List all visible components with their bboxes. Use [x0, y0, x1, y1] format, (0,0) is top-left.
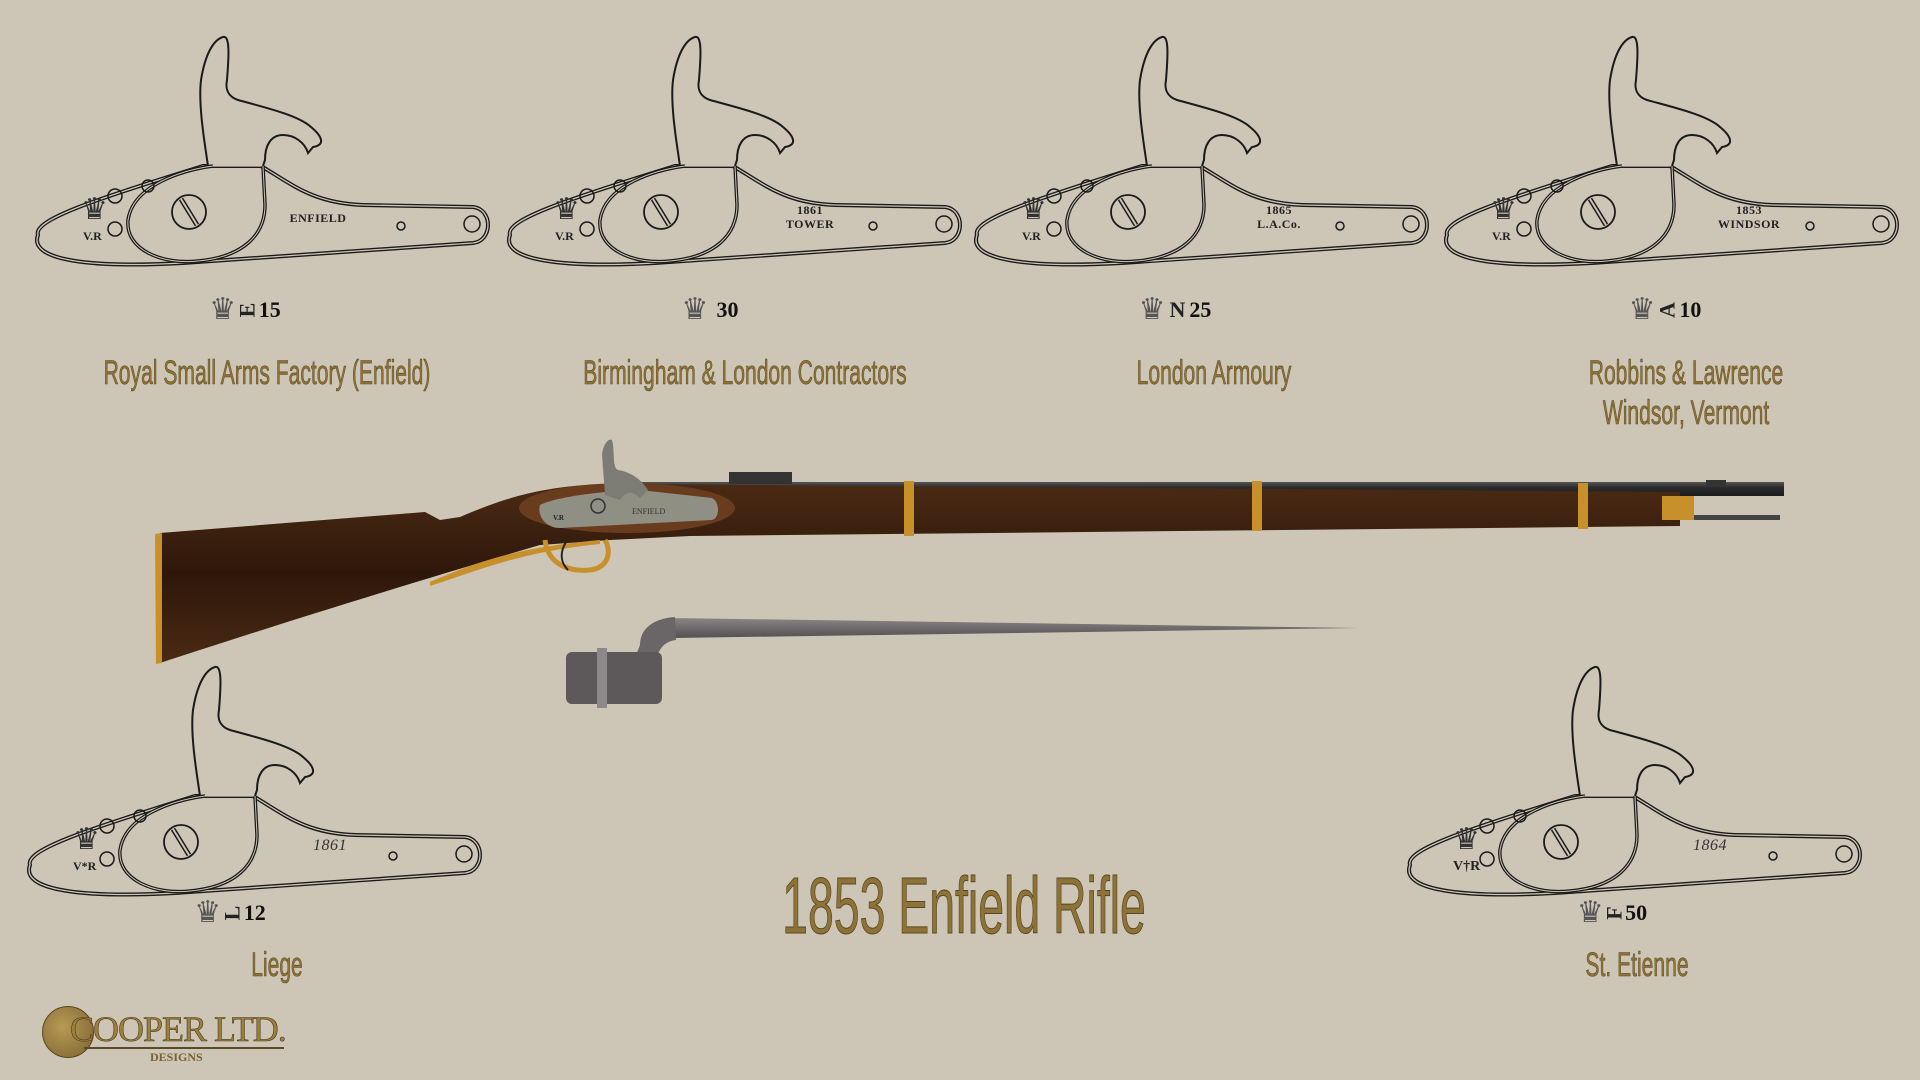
- maker-label: London Armoury: [1136, 353, 1292, 393]
- rear-sight: [729, 472, 792, 484]
- crown-icon: ♛: [1138, 293, 1166, 326]
- stamp-number: 10: [1679, 297, 1702, 322]
- lock-plate-enfield: ♛ V.R ENFIELD: [33, 35, 503, 275]
- hammer: [602, 439, 648, 500]
- cypher: V.R: [83, 229, 102, 243]
- crown-icon: ♛: [194, 896, 222, 929]
- proof-stamp: ♛ 30: [682, 295, 739, 325]
- maker-line: St. Etienne: [1585, 946, 1689, 985]
- barrel-band: [1578, 483, 1588, 529]
- cooper-ltd-logo: COOPER LTD. DESIGNS: [40, 1000, 300, 1070]
- plate-text: ENFIELD: [273, 211, 363, 225]
- crown-icon: ♛: [1576, 896, 1604, 929]
- cypher: V.R: [1492, 229, 1511, 243]
- maker-line: Birmingham & London Contractors: [583, 354, 907, 393]
- bayonet: [566, 617, 1359, 708]
- trigger-guard: [542, 538, 611, 573]
- ramrod: [1694, 515, 1780, 520]
- stamp-number: 12: [243, 900, 266, 925]
- trigger: [560, 541, 569, 571]
- cypher: V.R: [1022, 229, 1041, 243]
- maker-line: Robbins & Lawrence: [1588, 354, 1784, 393]
- plate-line: 1861: [313, 837, 347, 854]
- page-title: 1853 Enfield Rifle: [782, 861, 1146, 951]
- stamp-number: 30: [716, 297, 739, 322]
- maker-label: Royal Small Arms Factory (Enfield): [103, 353, 431, 393]
- crown-icon: ♛: [553, 193, 580, 226]
- plate-text: 1864: [1665, 837, 1755, 854]
- cypher: V.R: [555, 229, 574, 243]
- stamp-number: 25: [1189, 297, 1212, 322]
- stamp-number: 50: [1625, 900, 1648, 925]
- crown-icon: ♛: [1453, 823, 1480, 856]
- stamp-number: 15: [258, 297, 281, 322]
- maker-label: Birmingham & London Contractors: [583, 353, 907, 393]
- crown-icon: ♛: [681, 293, 709, 326]
- stock: [160, 484, 1680, 663]
- lock-plate-liege: ♛ V*R 1861: [25, 665, 495, 905]
- logo-emblem: [42, 1006, 94, 1058]
- maker-label: Liege: [251, 945, 303, 985]
- stamp-letter: N: [1169, 297, 1186, 322]
- plate-text: 1861: [285, 837, 375, 854]
- nose-cap: [1662, 496, 1694, 520]
- cypher: V*R: [73, 859, 97, 873]
- barrel-band: [904, 481, 914, 536]
- cypher: V†R: [1453, 859, 1481, 874]
- crown-icon: ♛: [1628, 293, 1656, 326]
- plate-line: 1853: [1736, 203, 1762, 217]
- lock-screw: [590, 498, 606, 514]
- maker-label: St. Etienne: [1585, 945, 1689, 985]
- maker-line: Liege: [251, 946, 303, 985]
- crown-icon: ♛: [1490, 193, 1517, 226]
- crown-icon: ♛: [209, 293, 237, 326]
- plate-line: ENFIELD: [289, 211, 347, 225]
- locking-ring: [597, 648, 607, 708]
- plate-line: TOWER: [785, 217, 835, 231]
- plate-line: WINDSOR: [1717, 217, 1781, 231]
- crown-icon: ♛: [1020, 193, 1047, 226]
- bayonet-blade: [672, 618, 1359, 638]
- crown-icon: ♛: [73, 823, 100, 856]
- bayonet-socket: [566, 652, 662, 704]
- rifle-lock-cypher: V.R: [553, 514, 565, 522]
- plate-line: 1865: [1266, 203, 1292, 217]
- butt-plate: [155, 533, 162, 664]
- logo-underline: [84, 1047, 284, 1049]
- crown-icon: ♛: [81, 193, 108, 226]
- logo-name: COOPER LTD.: [70, 1009, 287, 1050]
- logo-sub: DESIGNS: [150, 1050, 203, 1064]
- plate-line: 1861: [797, 203, 823, 217]
- plate-line: 1864: [1693, 837, 1727, 854]
- maker-line: Windsor, Vermont: [1602, 394, 1770, 433]
- rifle: [155, 439, 1784, 664]
- rifle-lock-plate: [539, 490, 718, 528]
- barrel-band: [1252, 481, 1262, 531]
- brass-trim: [430, 540, 600, 586]
- maker-line: London Armoury: [1136, 354, 1292, 393]
- lock-plate-st-etienne: ♛ V†R 1864: [1405, 665, 1875, 905]
- front-sight: [1706, 480, 1726, 486]
- plate-line: L.A.Co.: [1257, 217, 1301, 231]
- maker-line: Royal Small Arms Factory (Enfield): [103, 354, 431, 393]
- rifle-lock-text: ENFIELD: [632, 507, 666, 516]
